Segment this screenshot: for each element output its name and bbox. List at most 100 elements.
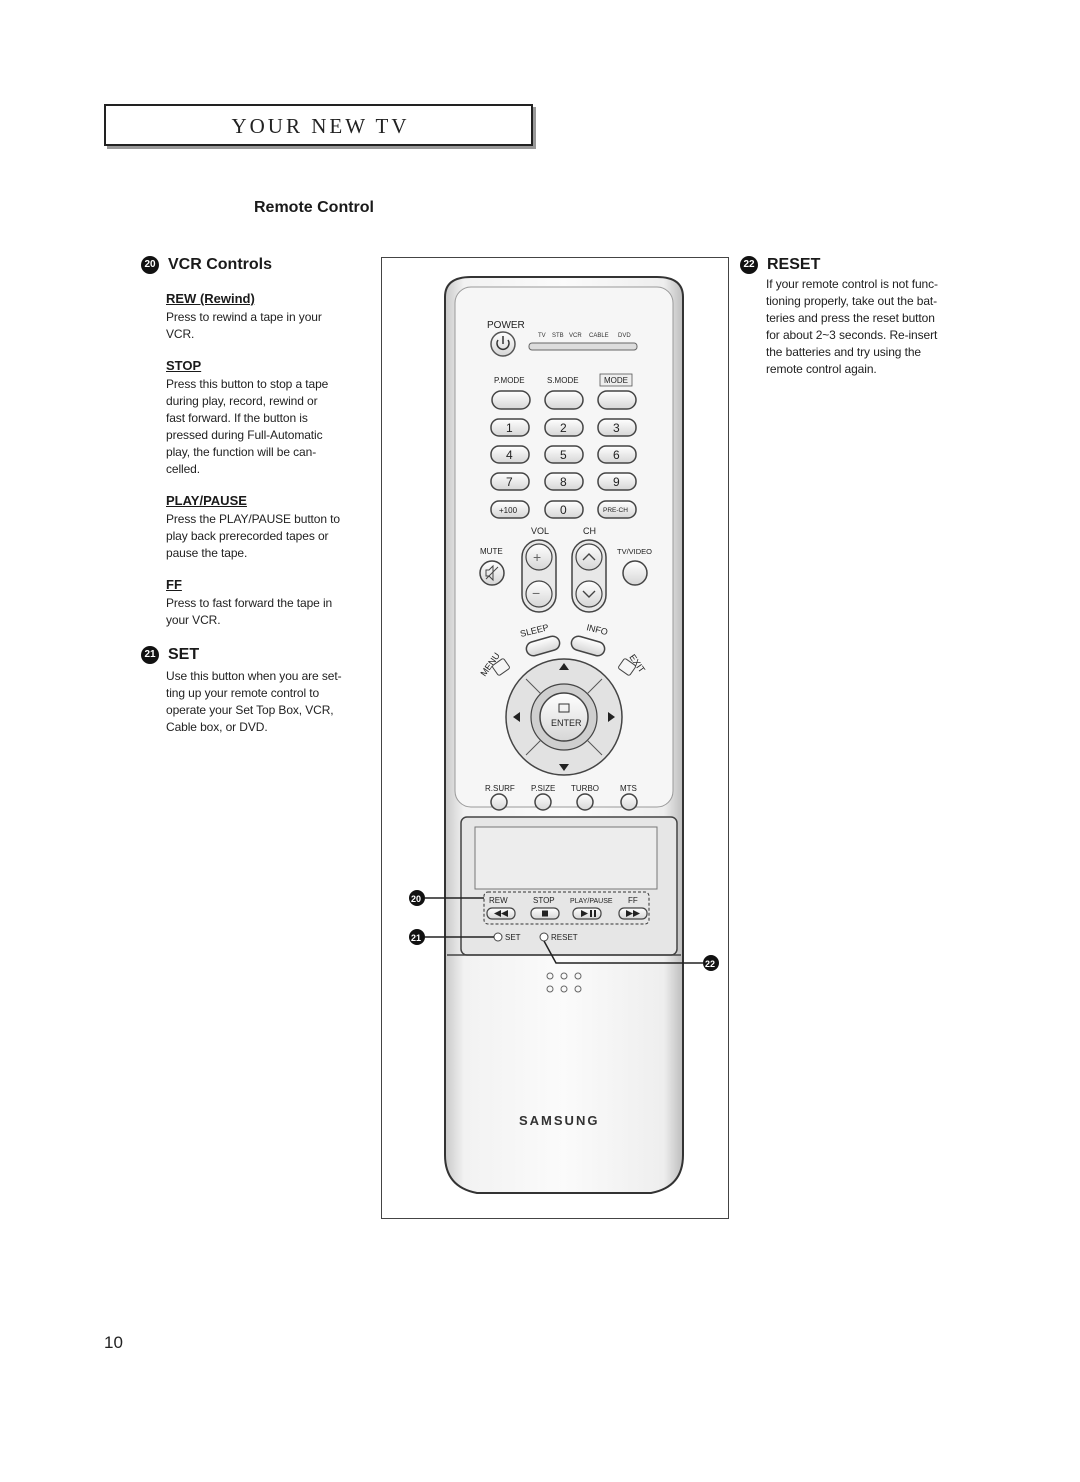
- callout-circle-22: [703, 955, 719, 971]
- prech-button: [597, 500, 637, 519]
- channel-up-button: [575, 543, 603, 571]
- text-line: VCR.: [166, 327, 195, 341]
- arrow-left-icon: [513, 712, 520, 722]
- mode-label: MODE: [604, 376, 628, 385]
- vcr-controls-section: 20 VCR Controls: [141, 256, 371, 274]
- mode-button: [597, 390, 637, 410]
- rewind-icon: [494, 910, 508, 917]
- digit-pad: 1 2 3 4 5 6 7 8 9 +100 0 PRE-CH: [490, 418, 637, 519]
- callout-label-22: 22: [705, 959, 715, 969]
- mode-label-stb: STB: [552, 333, 564, 339]
- text-line: ting up your remote control to: [166, 686, 320, 700]
- text-line: Press to fast forward the tape in: [166, 596, 333, 610]
- stop-item: STOP Press this button to stop a tape du…: [166, 358, 376, 478]
- digit-8: 8: [560, 475, 567, 489]
- rew-label: REW (Rewind): [166, 291, 255, 306]
- text-line: pause the tape.: [166, 546, 248, 560]
- tvvideo-label: TV/VIDEO: [617, 547, 652, 556]
- remote-figure-frame: [381, 257, 729, 1219]
- ff-item: FF Press to fast forward the tape in you…: [166, 577, 376, 629]
- reset-section: 22 RESET If your remote control is not f…: [740, 256, 980, 378]
- reset-label-on-remote: RESET: [551, 933, 578, 942]
- enter-label: ENTER: [551, 718, 582, 728]
- callout-number-22: 22: [740, 256, 758, 274]
- volume-up-button: [525, 543, 553, 571]
- digit-button-5: [544, 445, 584, 464]
- reset-title: RESET: [767, 256, 821, 273]
- volume-down-button: [525, 580, 553, 608]
- text-line: your VCR.: [166, 613, 221, 627]
- ff-label: FF: [166, 577, 182, 592]
- digit-3: 3: [613, 421, 620, 435]
- vcr-items: REW (Rewind) Press to rewind a tape in y…: [166, 291, 376, 629]
- digit-5: 5: [560, 448, 567, 462]
- text-line: Use this button when you are set-: [166, 669, 342, 683]
- stop-icon: [542, 910, 548, 917]
- text-line: teries and press the reset button: [766, 311, 935, 325]
- playpause-label: PLAY/PAUSE: [166, 493, 247, 508]
- power-label: POWER: [487, 320, 525, 331]
- pmode-button: [491, 390, 531, 410]
- set-title: SET: [168, 646, 200, 663]
- rsurf-button: [490, 793, 508, 811]
- mode-label-tv: TV: [538, 333, 546, 339]
- mode-label-cable: CABLE: [589, 333, 609, 339]
- exit-button: [618, 658, 636, 676]
- digit-button-9: [597, 472, 637, 491]
- vcr-controls-title: VCR Controls: [168, 256, 272, 273]
- text-line: If your remote control is not func-: [766, 277, 938, 291]
- digit-button-8: [544, 472, 584, 491]
- playpause-description: Press the PLAY/PAUSE button to play back…: [166, 511, 376, 562]
- reset-description: If your remote control is not func- tion…: [766, 276, 980, 378]
- digit-button-3: [597, 418, 637, 437]
- vcr-button-group: [483, 891, 650, 925]
- callout-label-21: 21: [411, 933, 421, 943]
- ch-label: CH: [583, 526, 596, 536]
- prech-label: PRE-CH: [603, 507, 628, 514]
- text-line: Press this button to stop a tape: [166, 377, 329, 391]
- mute-label: MUTE: [480, 547, 503, 556]
- chapter-header-box: YOUR NEW TV: [104, 104, 533, 146]
- digit-0: 0: [560, 503, 567, 517]
- text-line: Press the PLAY/PAUSE button to: [166, 512, 340, 526]
- smode-label: S.MODE: [547, 376, 579, 385]
- section-title: Remote Control: [254, 199, 374, 216]
- ff-description: Press to fast forward the tape in your V…: [166, 595, 376, 629]
- minus-icon: −: [532, 585, 540, 601]
- callout-line-22: [543, 940, 703, 964]
- text-line: fast forward. If the button is: [166, 411, 308, 425]
- remote-control-illustration: POWER TV STB VCR CABLE DVD P.MODE S.MODE…: [409, 276, 719, 1194]
- text-line: Cable box, or DVD.: [166, 720, 268, 734]
- rew-description: Press to rewind a tape in your VCR.: [166, 309, 376, 343]
- text-line: tioning properly, take out the bat-: [766, 294, 938, 308]
- arrow-right-icon: [608, 712, 615, 722]
- digit-9: 9: [613, 475, 620, 489]
- reset-button: [539, 932, 549, 942]
- ff-label-on-remote: FF: [628, 896, 638, 905]
- vcr-controls-heading: 20 VCR Controls: [141, 256, 371, 274]
- psize-button: [534, 793, 552, 811]
- set-section: 21 SET Use this button when you are set-…: [141, 646, 381, 736]
- digit-1: 1: [506, 421, 513, 435]
- turbo-label: TURBO: [571, 784, 599, 793]
- text-line: play, the function will be can-: [166, 445, 317, 459]
- callout-circle-21: [409, 929, 425, 945]
- text-line: Press to rewind a tape in your: [166, 310, 322, 324]
- text-line: celled.: [166, 462, 200, 476]
- mts-button: [620, 793, 638, 811]
- digit-4: 4: [506, 448, 513, 462]
- digit-2: 2: [560, 421, 567, 435]
- digit-button-1: [490, 418, 530, 437]
- info-button: [570, 635, 606, 657]
- rew-label-on-remote: REW: [489, 896, 508, 905]
- smode-button: [544, 390, 584, 410]
- plus100-button: [490, 500, 530, 519]
- callout-label-20: 20: [411, 894, 421, 904]
- callout-number-21: 21: [141, 646, 159, 664]
- speaker-holes: [546, 972, 582, 993]
- remote-top-panel: [454, 286, 674, 808]
- vol-label: VOL: [531, 526, 549, 536]
- set-button: [493, 932, 503, 942]
- sleep-button: [525, 635, 561, 657]
- mode-label-vcr: VCR: [569, 333, 582, 339]
